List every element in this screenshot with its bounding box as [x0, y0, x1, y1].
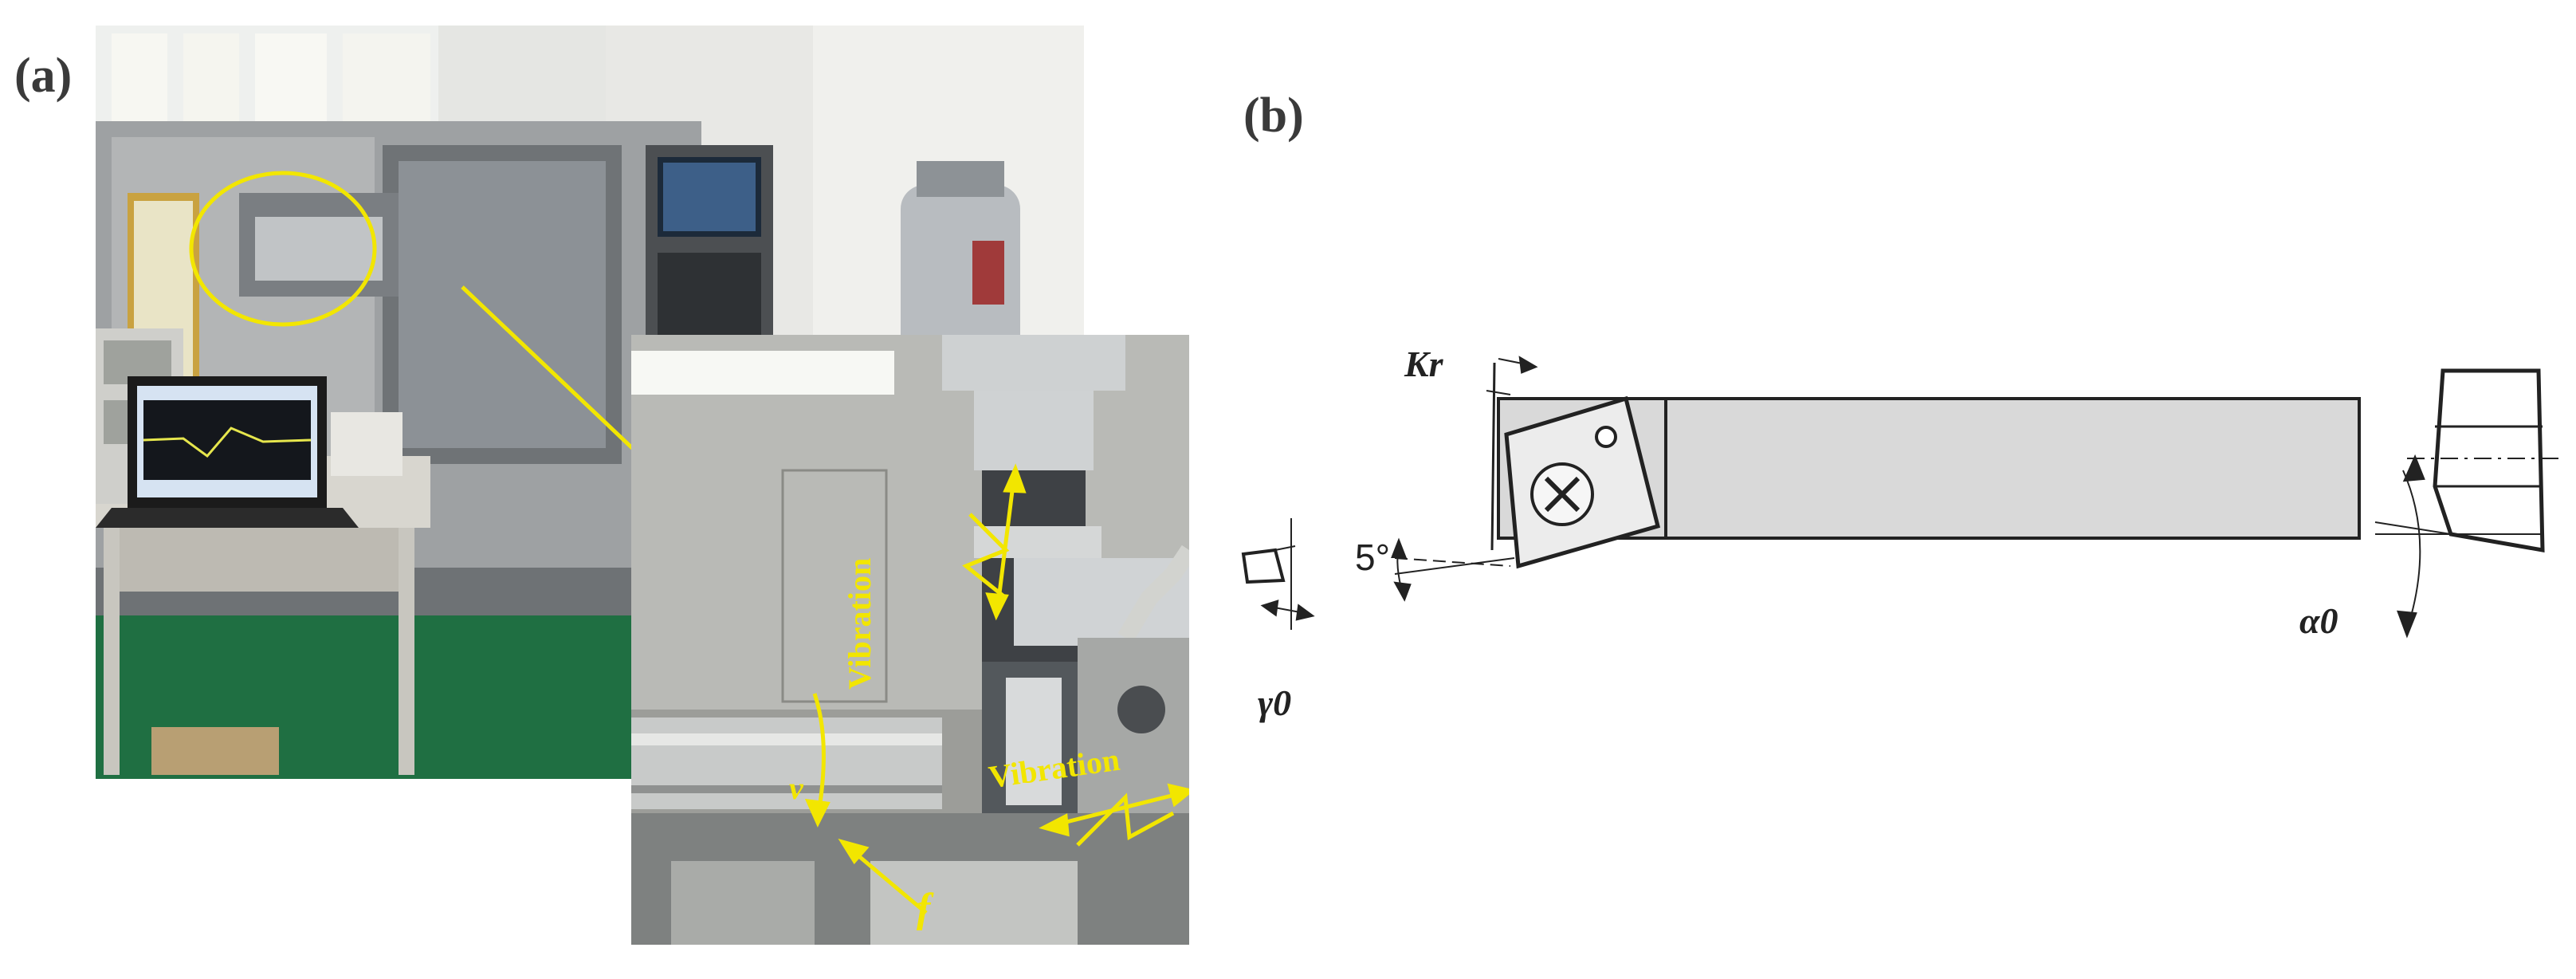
- feed-label: f: [917, 886, 931, 931]
- panel-label-b: (b): [1243, 88, 1304, 143]
- lead-angle-label: Kr: [1404, 344, 1443, 384]
- rake-angle-label: γ0: [1258, 682, 1292, 723]
- inset-annotation-arrows: [804, 463, 1189, 914]
- tool-geometry-drawing: [1241, 356, 2558, 639]
- vibration-vertical-label: Vibration: [842, 557, 878, 690]
- cutting-speed-label: v: [789, 770, 803, 806]
- panel-label-a: (a): [14, 49, 73, 103]
- angle-value-label: 5°: [1355, 537, 1390, 578]
- cutting-zone-inset-photo: [631, 335, 1189, 945]
- clearance-angle-label: α0: [2299, 600, 2338, 641]
